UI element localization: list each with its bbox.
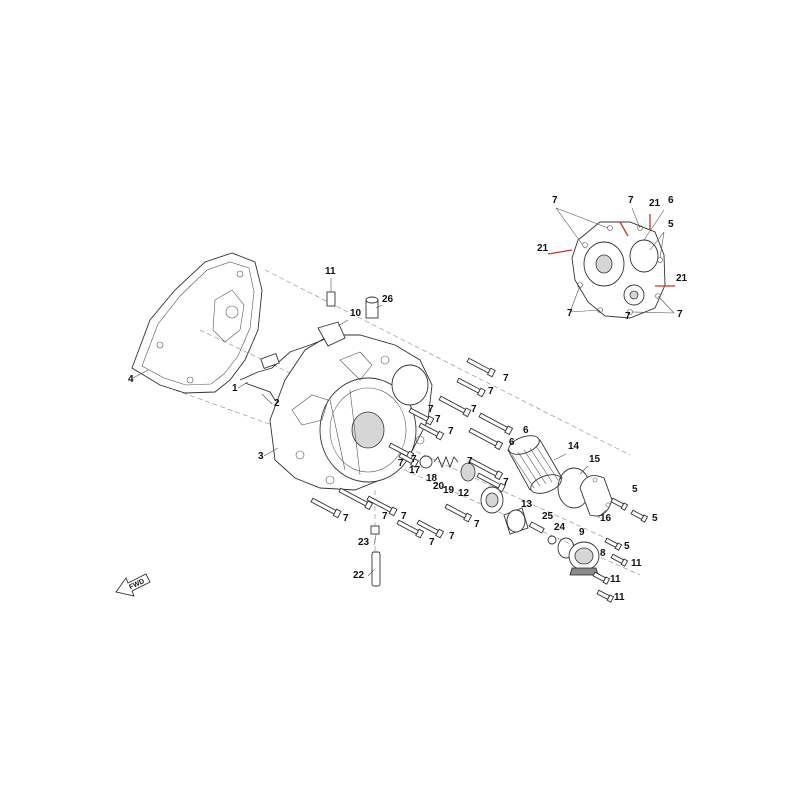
part-callout-c7o: 7 xyxy=(449,531,455,542)
part-callout-i21b: 21 xyxy=(537,243,549,254)
part-callout-c7n: 7 xyxy=(429,537,435,548)
crankcase-cover xyxy=(269,334,433,491)
part-callout-c2: 2 xyxy=(274,398,280,409)
part-callout-c20: 20 xyxy=(433,481,445,492)
relief-valve-parts xyxy=(419,455,476,482)
part-callout-c7k: 7 xyxy=(343,513,349,524)
part-callout-i5: 5 xyxy=(668,219,674,230)
part-callout-c8: 8 xyxy=(600,548,606,559)
part-callout-c6a: 6 xyxy=(523,425,529,436)
sensor-and-plugs xyxy=(317,291,379,347)
inset-view xyxy=(547,207,675,319)
dowel-pin xyxy=(370,525,381,587)
part-callout-i7d: 7 xyxy=(625,311,631,322)
part-callout-c7d: 7 xyxy=(428,404,434,415)
leader-lines xyxy=(132,278,607,577)
part-callout-c3: 3 xyxy=(258,451,264,462)
part-callout-c11c: 11 xyxy=(610,574,621,585)
part-callout-c13: 13 xyxy=(521,499,533,510)
part-callout-c7i: 7 xyxy=(467,456,473,467)
part-callout-c11b: 11 xyxy=(631,558,642,569)
part-callout-c14: 14 xyxy=(568,441,580,452)
part-callout-c7f: 7 xyxy=(448,426,454,437)
part-callout-c12: 12 xyxy=(458,488,470,499)
part-callout-c11a: 11 xyxy=(325,266,336,277)
part-callout-c17: 17 xyxy=(409,465,421,476)
bolts xyxy=(310,357,514,539)
part-callout-c7e: 7 xyxy=(435,414,441,425)
part-callout-c24: 24 xyxy=(554,522,566,533)
part-callout-i7b: 7 xyxy=(628,195,634,206)
sensor-harness xyxy=(239,337,329,401)
part-callout-c23: 23 xyxy=(358,537,370,548)
part-callout-c5c: 5 xyxy=(624,541,630,552)
part-callout-c6b: 6 xyxy=(509,437,515,448)
part-callout-c7c: 7 xyxy=(471,404,477,415)
part-callout-c19: 19 xyxy=(443,485,455,496)
part-callout-i7e: 7 xyxy=(677,309,683,320)
part-callout-c7l: 7 xyxy=(382,511,388,522)
part-callout-i7a: 7 xyxy=(552,195,558,206)
bearing-and-sleeve xyxy=(480,486,557,545)
part-callout-i6: 6 xyxy=(668,195,674,206)
part-callout-c16: 16 xyxy=(600,513,612,524)
part-callout-c7b: 7 xyxy=(488,386,494,397)
part-callout-c1: 1 xyxy=(232,383,238,394)
part-callout-c7p: 7 xyxy=(474,519,480,530)
part-callout-i21a: 21 xyxy=(649,198,661,209)
part-callout-i21c: 21 xyxy=(676,273,688,284)
part-callout-c15: 15 xyxy=(589,454,601,465)
part-callout-c7j: 7 xyxy=(503,477,509,488)
part-callout-c26: 26 xyxy=(382,294,394,305)
part-callout-c7a: 7 xyxy=(503,373,509,384)
part-callout-c5b: 5 xyxy=(652,513,658,524)
part-callout-c22: 22 xyxy=(353,570,365,581)
part-callout-c10: 10 xyxy=(350,308,362,319)
oil-filter-assembly xyxy=(507,435,613,517)
part-callout-i7c: 7 xyxy=(567,308,573,319)
part-callout-c5a: 5 xyxy=(632,484,638,495)
fwd-label: FWD xyxy=(128,578,145,591)
part-callout-c7g: 7 xyxy=(398,458,404,469)
part-callout-c7h: 7 xyxy=(411,454,417,465)
fwd-arrow: FWD xyxy=(115,573,151,597)
part-callout-c25: 25 xyxy=(542,511,554,522)
small-bolts-right xyxy=(592,497,649,603)
part-callout-c18: 18 xyxy=(426,473,438,484)
gasket xyxy=(131,252,263,394)
part-callout-c11d: 11 xyxy=(614,592,625,603)
pump-housing xyxy=(557,537,600,576)
part-callout-c7m: 7 xyxy=(401,511,407,522)
part-callout-c4: 4 xyxy=(128,374,134,385)
part-callout-c9: 9 xyxy=(579,527,585,538)
